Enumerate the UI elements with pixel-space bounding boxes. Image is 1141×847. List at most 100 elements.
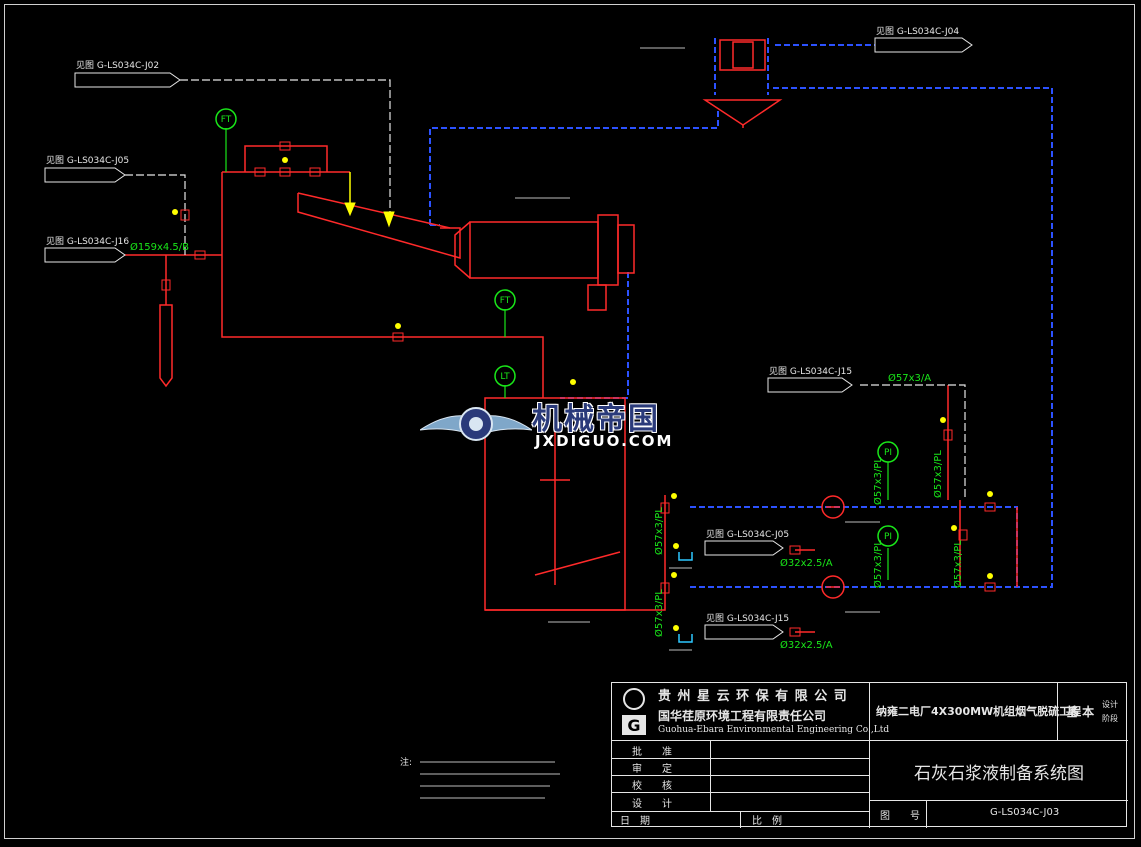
actuator-icon [395, 323, 401, 329]
offpage-drain-pointer [159, 304, 173, 388]
drawing-number: G-LS034C-J03 [990, 807, 1060, 818]
spec-pump-seal-1: Ø32x2.5/A [780, 557, 833, 569]
valve-icon [180, 209, 190, 221]
valve-group [161, 141, 996, 637]
date-scale-row: 日 期 比 例 [612, 811, 870, 828]
arrow-air-head [383, 211, 395, 228]
pump-group [821, 495, 845, 599]
offpage-arrow-j05-left [44, 167, 126, 183]
valve-icon [279, 141, 291, 151]
lt-bubble [494, 365, 516, 387]
cyclone-distributor [732, 41, 754, 69]
pi2-bubble [877, 525, 899, 547]
caption-line [845, 521, 880, 613]
cyclone-hopper [702, 99, 783, 126]
stage-label-3: 阶段 [1102, 714, 1118, 723]
air-line-group [125, 79, 966, 500]
actuator-icon [951, 525, 957, 531]
spec-vertical-1: Ø57x3/PL [653, 507, 665, 555]
drawing-number-divider [926, 801, 927, 828]
ball-mill-motor [587, 284, 607, 311]
stage-label: 基 本 [1066, 705, 1095, 719]
signature-grid: 批 准 审 定 校 核 设 计 [612, 741, 870, 812]
ball-mill-body [469, 221, 599, 279]
sig-check-label: 校 核 [632, 781, 672, 792]
pi1-tag: PI [884, 448, 892, 458]
watermark-sub-text: JXDIGUO.COM [535, 432, 674, 450]
notes-label: 注: [400, 756, 412, 768]
drain-symbol [678, 634, 693, 643]
offpage-arrow-pump1 [704, 540, 784, 556]
actuator-icon [673, 625, 679, 631]
actuator-icon [671, 493, 677, 499]
offpage-connector-group [44, 37, 973, 640]
ft2-tag: FT [500, 296, 511, 306]
actuator-icon [570, 379, 576, 385]
pi2-tag: PI [884, 532, 892, 542]
offpage-ref-labels: 见图 G-LS034C-J02 见图 G-LS034C-J05 见图 G-LS0… [46, 26, 959, 624]
mill-feeder-top [297, 192, 451, 229]
actuator-icon [987, 491, 993, 497]
water-supply-drop [947, 385, 961, 585]
instrument-tag-labels: FT FT LT PI PI [221, 115, 892, 542]
valve-icon [279, 167, 291, 177]
sig-row-approve: 批 准 [612, 741, 870, 759]
svg-text:G: G [627, 716, 640, 735]
tank-outlet [485, 495, 666, 611]
water-line-return [773, 87, 1053, 588]
company-name-en: Guohua-Ebara Environmental Engineering C… [658, 725, 890, 735]
valve-icon [660, 502, 670, 514]
process-line-main [221, 172, 544, 398]
instrument-line-group [225, 128, 889, 580]
instrument-bubble-group [215, 108, 899, 547]
scale-label: 比 例 [752, 816, 782, 827]
drain-symbol-group [678, 552, 693, 643]
offpage-arrow-right [767, 377, 853, 393]
actuator-icon [282, 157, 288, 163]
date-scale-divider [740, 811, 741, 828]
water-line-mill-outlet [560, 272, 629, 399]
ft2-bubble [494, 289, 516, 311]
drain-symbol [678, 552, 693, 561]
company-cell: G 贵 州 星 云 环 保 有 限 公 司 国华荏原环境工程有限责任公司 Guo… [612, 683, 889, 741]
air-line-left [125, 174, 186, 255]
drawing-number-row: 图 号 G-LS034C-J03 [870, 801, 1128, 828]
signature-area: 批 准 审 定 校 核 设 计 [612, 741, 870, 812]
offpage-ref-j16-left: 见图 G-LS034C-J16 [46, 236, 129, 247]
valve-icon [660, 582, 670, 594]
project-name: 纳雍二电厂4X300MW机组烟气脱硫工程 [876, 705, 1082, 718]
process-line-group [125, 39, 1018, 633]
project-cell: 纳雍二电厂4X300MW机组烟气脱硫工程 [870, 683, 1081, 741]
offpage-ref-right: 见图 G-LS034C-J15 [769, 366, 852, 377]
valve-icon [254, 167, 266, 177]
equipment-caption-lines [515, 47, 880, 651]
sig-row-review: 审 定 [612, 758, 870, 776]
actuator-icon [671, 572, 677, 578]
slurry-pump-2 [821, 575, 845, 599]
pipe-spec-labels: Ø159x4.5/B Ø57x3/A Ø32x2.5/A Ø32x2.5/A Ø… [130, 241, 964, 651]
pump-seal-lines [795, 549, 815, 633]
ball-mill-inlet [454, 221, 471, 279]
drawing-title-cell: 石灰石浆液制备系统图 [870, 741, 1128, 801]
notes-line [420, 761, 560, 799]
company-logo-icon: G [622, 688, 646, 735]
valve-icon [309, 167, 321, 177]
bypass-loop [244, 145, 328, 172]
spec-pump-seal-2: Ø32x2.5/A [780, 639, 833, 651]
valve-icon [984, 502, 996, 512]
spec-feed-line: Ø159x4.5/B [130, 241, 189, 253]
date-label: 日 期 [620, 816, 650, 827]
watermark-main-text: 机械帝国 [532, 402, 660, 437]
watermark-logo-icon [420, 407, 532, 441]
arrow-feeder-head [344, 202, 356, 217]
sig-review-label: 审 定 [632, 764, 672, 775]
lt-tag: LT [500, 372, 510, 382]
stage-label-2: 设计 [1102, 700, 1118, 709]
actuator-icon [673, 543, 679, 549]
offpage-arrow-j16-left [44, 247, 126, 263]
sig-row-design: 设 计 [612, 792, 870, 812]
spec-vertical-6: Ø57x3/PL [952, 540, 964, 588]
offpage-ref-pump2: 见图 G-LS034C-J15 [706, 613, 789, 624]
drawing-title: 石灰石浆液制备系统图 [914, 764, 1084, 784]
